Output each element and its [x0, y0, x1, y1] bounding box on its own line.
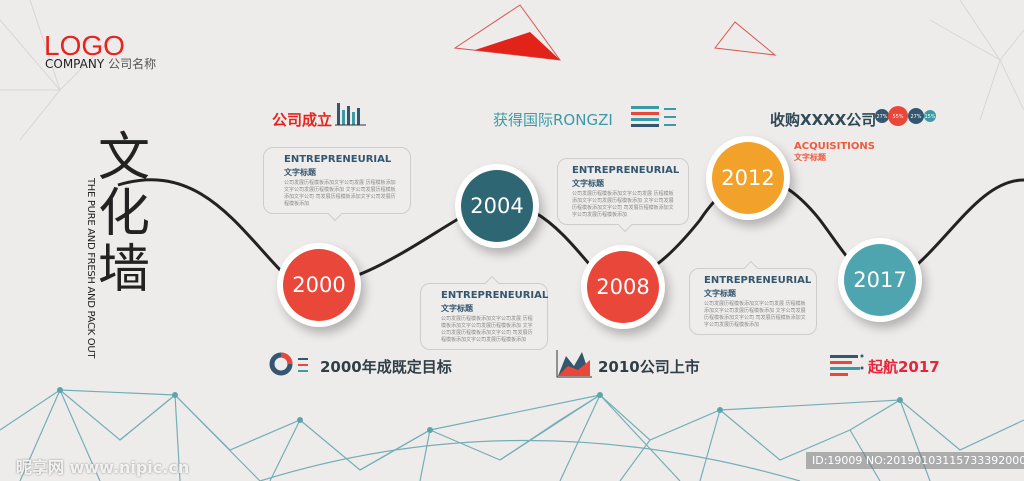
acquisition-heading: 收购XXXX公司 [770, 111, 877, 129]
page-subtitle: THE PURE AND FRESH AND PACK OUT [85, 178, 96, 359]
bubble-subtitle: 文字标题 [441, 304, 473, 313]
paper-plane-icon [453, 4, 777, 61]
milestone-2008: 2008 [581, 245, 665, 329]
bubble-subtitle: 文字标题 [284, 168, 316, 177]
bubble-body: 公司发展历程模板添加文字公司发展 历程模板添加文字公司发展历程模板添加 文字公司… [572, 191, 674, 218]
percent-label: 15% [924, 114, 935, 120]
acquisition-title: ACQUISITIONS [794, 141, 875, 152]
area-chart-icon [556, 350, 592, 378]
milestone-2012: 2012 [706, 136, 790, 220]
percent-label: 55% [892, 114, 903, 120]
bubble-subtitle: 文字标题 [704, 289, 736, 298]
watermark-site: 昵享网 www.nipic.cn [16, 458, 190, 477]
year-label: 2017 [844, 244, 916, 316]
percent-circles-icon: 27%55%27%15% [875, 106, 936, 126]
acquisition-label: ACQUISITIONS 文字标题 [794, 141, 875, 163]
company-cn: 公司名称 [108, 57, 157, 71]
bubble-subtitle: 文字标题 [572, 179, 604, 188]
company-en: COMPANY [45, 57, 105, 71]
logo: LOGO [44, 30, 125, 61]
bubble-body: 公司发展历程模板添加文字公司发展 历程模板添加文字公司发展历程模板添加 文字公司… [704, 301, 806, 328]
caption-2008: 2010公司上市 [598, 358, 700, 376]
year-label: 2004 [461, 170, 533, 242]
figure-chart-icon [631, 106, 676, 127]
bubble-body: 公司发展历程模板添加文字公司发展 历程模板添加文字公司发展历程模板添加 文字公司… [441, 316, 533, 343]
bubble-title: ENTREPRENEURIAL [284, 154, 392, 165]
text-bubble: ENTREPRENEURIAL 文字标题公司发展历程模板添加文字公司发展 历程模板… [689, 260, 817, 335]
caption-2017: 起航2017 [868, 358, 940, 376]
year-label: 2000 [283, 249, 355, 321]
bar-list-icon [830, 354, 864, 376]
text-bubble: ENTREPRENEURIAL 文字标题公司发展历程模板添加文字公司发展 历程模板… [420, 275, 549, 350]
year-label: 2008 [587, 251, 659, 323]
bubble-title: ENTREPRENEURIAL [441, 290, 549, 301]
watermark-id: ID:19009 NO:20190103115733392000 [806, 452, 1024, 469]
bubble-title: ENTREPRENEURIAL [704, 275, 812, 286]
acquisition-subtitle: 文字标题 [794, 153, 826, 162]
year-label: 2012 [712, 142, 784, 214]
page-title: 文化墙 [98, 128, 151, 300]
text-bubble: ENTREPRENEURIAL 文字标题公司发展历程模板添加文字公司发展 历程模板… [557, 158, 689, 233]
chart-icon [335, 103, 366, 126]
bubble-body: 公司发展历程模板添加文字公司发展 历程模板添加文字公司发展历程模板添加 文字公司… [284, 180, 396, 207]
caption-2000: 2000年成既定目标 [320, 358, 452, 376]
milestone-2004: 2004 [455, 164, 539, 248]
percent-label: 27% [876, 114, 887, 120]
milestone-2017: 2017 [838, 238, 922, 322]
donut-icon [269, 352, 308, 376]
caption-2004: 公司成立 [272, 111, 333, 129]
milestone-2000: 2000 [277, 243, 361, 327]
caption-2012: 获得国际RONGZI [493, 111, 613, 129]
percent-label: 27% [910, 114, 921, 120]
bubble-title: ENTREPRENEURIAL [572, 165, 680, 176]
text-bubble: ENTREPRENEURIAL 文字标题公司发展历程模板添加文字公司发展 历程模板… [263, 147, 411, 222]
